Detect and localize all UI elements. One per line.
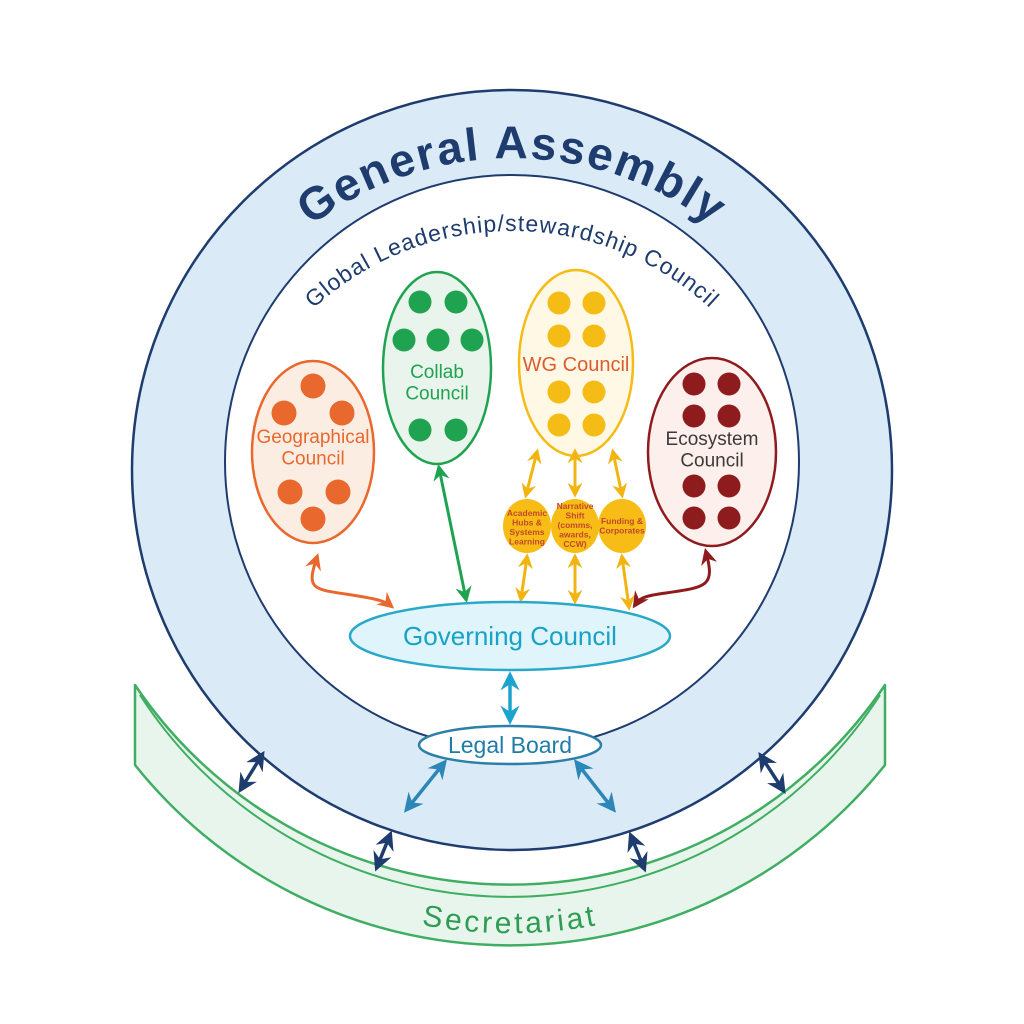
member-dot (717, 404, 741, 428)
arrow-legal-right (574, 759, 616, 813)
member-dot (682, 404, 706, 428)
member-dot (682, 506, 706, 530)
member-dot (271, 400, 297, 426)
arrows (305, 448, 718, 611)
arrow-legal-left (403, 759, 448, 813)
wg-member-dots (547, 291, 606, 437)
hub-narrative-circle (551, 499, 599, 553)
member-dot (444, 418, 468, 442)
arrow-ecosystem-governing (632, 548, 718, 609)
arrow-wg-hub-funding (607, 448, 628, 499)
member-dot (682, 372, 706, 396)
wg-council-label: WG Council (523, 354, 630, 376)
arrow-band-right-upper (758, 751, 786, 795)
member-dot (547, 324, 571, 348)
legal-board-label: Legal Board (448, 732, 572, 758)
member-dot (717, 474, 741, 498)
ecosystem-member-dots (682, 372, 741, 530)
hub-funding-circle (598, 499, 646, 553)
member-dot (277, 479, 303, 505)
member-dot (300, 506, 326, 532)
arrow-band-left-upper (238, 750, 265, 794)
legal-board: Legal Board (417, 724, 603, 766)
member-dot (582, 324, 606, 348)
governing-council-label: Governing Council (403, 621, 617, 651)
council-wg: WG Council (517, 268, 635, 458)
member-dot (717, 506, 741, 530)
member-dot (582, 380, 606, 404)
member-dot (717, 372, 741, 396)
governing-council-ellipse (348, 600, 672, 672)
member-dot (582, 291, 606, 315)
ecosystem-council-ellipse (646, 356, 778, 548)
member-dot (408, 290, 432, 314)
collab-member-dots (392, 290, 484, 442)
geographical-member-dots (271, 373, 355, 532)
member-dot (300, 373, 326, 399)
member-dot (547, 291, 571, 315)
member-dot (460, 328, 484, 352)
arrow-geographical-governing (305, 553, 395, 609)
member-dot (329, 400, 355, 426)
secretariat-band: Secretariat (133, 683, 887, 947)
member-dot (547, 380, 571, 404)
member-dot (426, 328, 450, 352)
arrow-hub-funding-governing (616, 553, 635, 611)
member-dot (682, 474, 706, 498)
member-dot (392, 328, 416, 352)
member-dot (582, 413, 606, 437)
arrow-wg-hub-academic (521, 448, 542, 499)
secretariat-band-shape (133, 683, 887, 947)
arrow-hub-academic-governing (515, 553, 533, 603)
member-dot (325, 479, 351, 505)
hub-funding-label: Funding &Corporates (599, 516, 645, 536)
hub-academic-circle (503, 499, 551, 553)
legal-board-ellipse (417, 724, 603, 766)
secretariat-band-highlight-line (139, 694, 881, 898)
arrow-band-left-lower (373, 830, 394, 872)
arrow-collab-governing (433, 463, 472, 604)
member-dot (408, 418, 432, 442)
legal-board-arrows (403, 759, 616, 813)
governing-council: Governing Council (348, 600, 672, 672)
assembly-secretariat-arrows (238, 750, 786, 873)
member-dot (547, 413, 571, 437)
member-dot (444, 290, 468, 314)
arrow-band-right-lower (627, 831, 648, 873)
